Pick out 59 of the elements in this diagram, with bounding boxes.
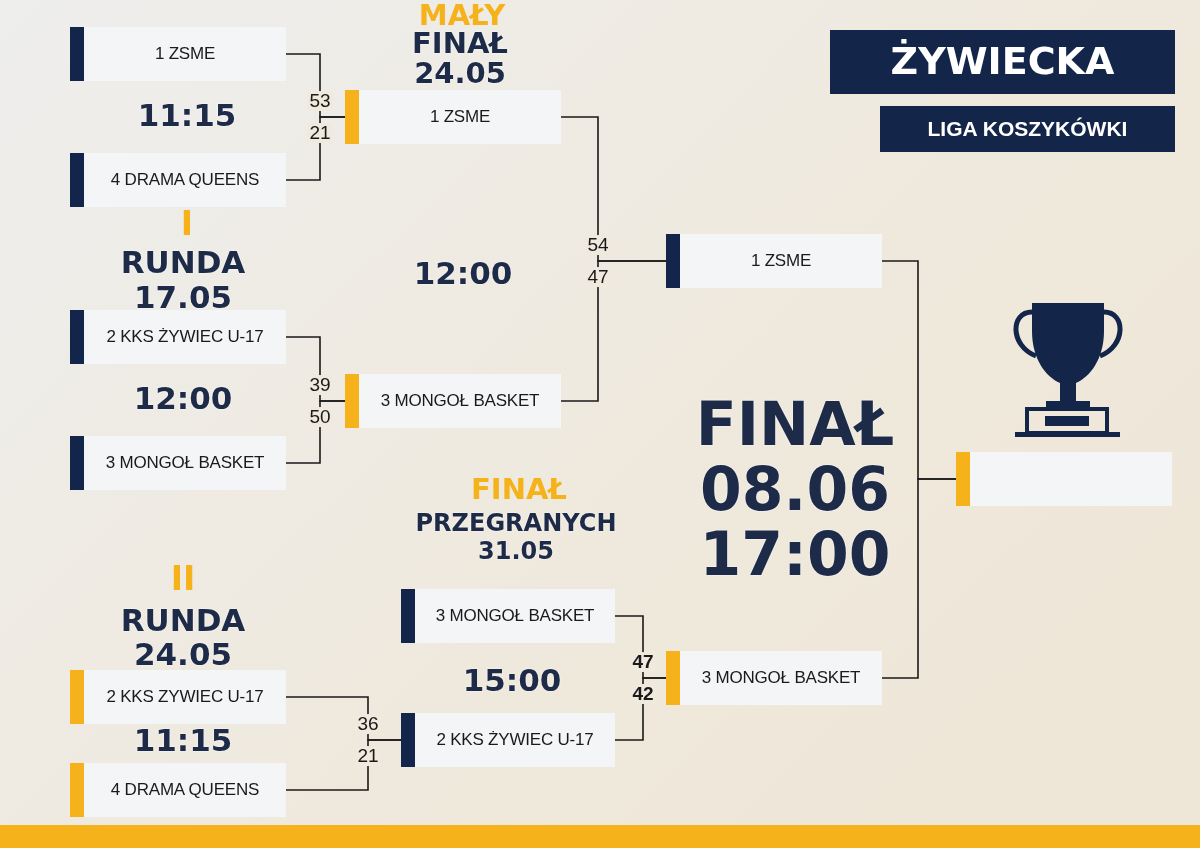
team-box	[70, 670, 286, 724]
bracket-connector	[560, 260, 667, 402]
heading-text: FINAŁ	[471, 474, 567, 505]
team-box	[666, 234, 882, 288]
team-box	[401, 713, 615, 767]
outlined-heading: RUNDA	[120, 246, 246, 279]
team-name: 2 KKS ŻYWIEC U-17	[436, 730, 594, 750]
team-name: 3 MONGOŁ BASKET	[105, 453, 265, 473]
title-banner: ŻYWIECKA	[830, 30, 1175, 94]
outlined-heading: 31.05	[478, 539, 554, 565]
score-label: 50	[307, 407, 333, 427]
team-box	[70, 436, 286, 490]
team-name: 3 MONGOŁ BASKET	[435, 606, 595, 626]
outlined-heading: 12:00	[133, 382, 233, 415]
score-label: 21	[307, 123, 333, 143]
team-name: 4 DRAMA QUEENS	[110, 780, 260, 800]
outlined-heading: 11:15	[133, 724, 233, 757]
outlined-heading: 12:00	[413, 257, 513, 290]
team-box	[345, 90, 561, 144]
team-name: 3 MONGOŁ BASKET	[380, 391, 540, 411]
score-label: 21	[355, 746, 381, 766]
outlined-heading: PRZEGRANYCH	[415, 511, 617, 537]
team-box	[70, 153, 286, 207]
outlined-heading: 11:15	[137, 99, 237, 132]
team-box	[666, 651, 882, 705]
bracket-connector	[881, 478, 957, 679]
team-name: 3 MONGOŁ BASKET	[701, 668, 861, 688]
team-name: 4 DRAMA QUEENS	[110, 170, 260, 190]
outlined-heading: 24.05	[414, 58, 506, 89]
team-name: 1 ZSME	[154, 44, 216, 64]
outlined-heading: 24.05	[133, 638, 233, 671]
score-label: 39	[307, 375, 333, 395]
score-label: 36	[355, 714, 381, 734]
team-box	[70, 763, 286, 817]
outlined-heading: FINAŁ	[412, 28, 508, 59]
score-label: 53	[307, 91, 333, 111]
outlined-heading: 17:00	[699, 523, 891, 586]
team-name: 2 KKS ZYWIEC U-17	[106, 687, 264, 707]
score-label: 47	[585, 267, 611, 287]
outlined-heading: 15:00	[462, 664, 562, 697]
team-box	[345, 374, 561, 428]
team-box	[70, 310, 286, 364]
outlined-heading: FINAŁ	[695, 393, 895, 456]
score-label: 47	[630, 652, 656, 672]
heading-text: I	[180, 207, 194, 242]
score-label: 54	[585, 235, 611, 255]
team-box	[70, 27, 286, 81]
empty-winner-box	[956, 452, 1172, 506]
outlined-heading: 08.06	[700, 458, 890, 521]
team-name: 1 ZSME	[429, 107, 491, 127]
outlined-heading: 17.05	[133, 281, 233, 314]
heading-text: II	[170, 562, 196, 597]
team-name: 1 ZSME	[750, 251, 812, 271]
score-label: 42	[630, 684, 656, 704]
team-name: 2 KKS ŻYWIEC U-17	[106, 327, 264, 347]
subtitle-banner: LIGA KOSZYKÓWKI	[880, 106, 1175, 153]
outlined-heading: RUNDA	[120, 604, 246, 637]
heading-text: MAŁY	[418, 0, 506, 31]
team-box	[401, 589, 615, 643]
